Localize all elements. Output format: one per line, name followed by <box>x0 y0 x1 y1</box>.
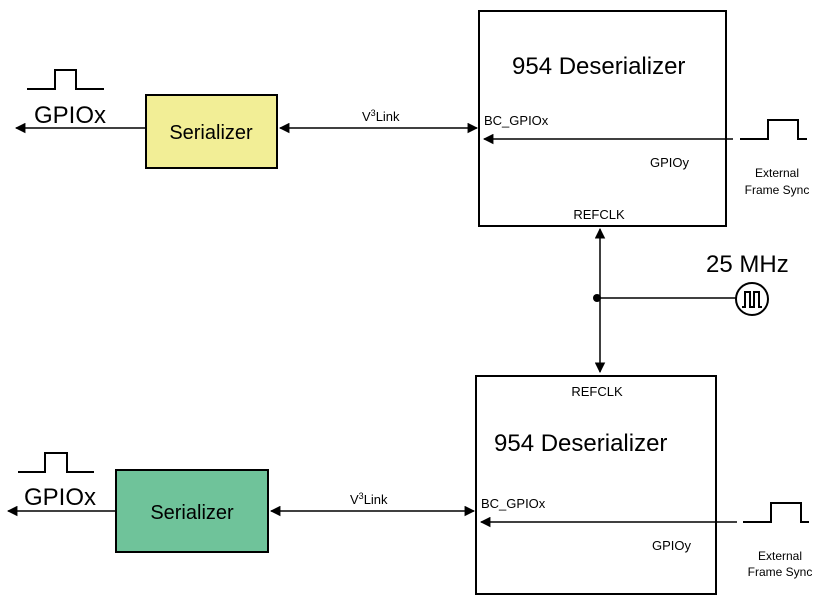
serializer-top <box>145 94 278 169</box>
serializer-top-label: Serializer <box>169 122 253 144</box>
bc-gpiox-label-top: BC_GPIOx <box>484 113 549 128</box>
clock-source-icon <box>735 282 769 316</box>
frame-sync-label-bottom-2: Frame Sync <box>748 565 813 579</box>
frame-sync-label-top-2: Frame Sync <box>745 183 810 197</box>
gpiox-pulse-icon-bottom <box>18 452 94 473</box>
gpioy-label-bottom: GPIOy <box>652 538 692 553</box>
gpioy-label-top: GPIOy <box>650 155 690 170</box>
serializer-bottom-label: Serializer <box>150 502 234 524</box>
serializer-bottom <box>115 469 269 553</box>
v3link-label-bottom: V3Link <box>350 491 388 507</box>
deserializer-bottom <box>475 375 717 595</box>
gpiox-label-bottom: GPIOx <box>24 484 96 511</box>
frame-sync-pulse-icon-bottom <box>743 502 809 523</box>
frame-sync-label-bottom-1: External <box>758 549 802 563</box>
frame-sync-label-top-1: External <box>755 166 799 180</box>
refclk-label-bottom: REFCLK <box>571 384 623 399</box>
bc-gpiox-label-bottom: BC_GPIOx <box>481 496 546 511</box>
gpiox-label-top: GPIOx <box>34 102 106 129</box>
refclk-label-top: REFCLK <box>573 207 625 222</box>
gpiox-pulse-icon-top <box>27 69 104 90</box>
clock-frequency-label: 25 MHz <box>706 251 789 278</box>
deserializer-top <box>478 10 727 227</box>
deserializer-bottom-title: 954 Deserializer <box>494 430 667 457</box>
v3link-label-top: V3Link <box>362 108 400 124</box>
deserializer-top-title: 954 Deserializer <box>512 53 685 80</box>
frame-sync-pulse-icon-top <box>740 119 807 140</box>
